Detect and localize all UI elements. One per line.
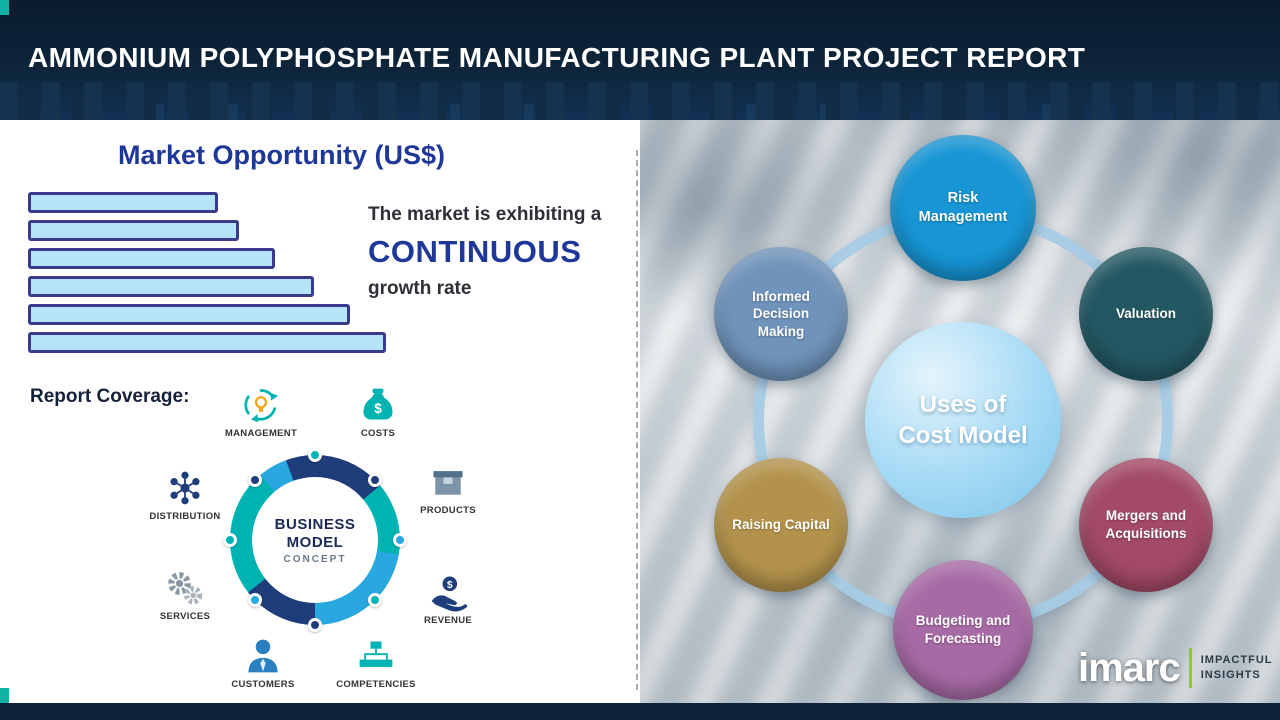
imarc-logo: imarc IMPACTFUL INSIGHTS — [1078, 648, 1272, 688]
bm-item-services: SERVICES — [139, 568, 231, 622]
bm-item-distribution: DISTRIBUTION — [139, 468, 231, 522]
bm-item-revenue: $ REVENUE — [402, 572, 494, 626]
market-bar — [28, 304, 350, 325]
bm-item-label: DISTRIBUTION — [149, 511, 221, 522]
bm-item-label: COSTS — [360, 428, 396, 439]
imarc-logo-text: imarc — [1078, 646, 1181, 690]
header-banner: AMMONIUM POLYPHOSPHATE MANUFACTURING PLA… — [0, 0, 1280, 120]
money-bag-icon: $ — [363, 388, 393, 420]
bm-item-label: SERVICES — [159, 611, 211, 622]
ring-node-dot — [248, 473, 262, 487]
network-icon — [170, 471, 200, 505]
cost-model-node-valuation: Valuation — [1079, 247, 1213, 381]
bm-item-label: COMPETENCIES — [336, 679, 416, 690]
cost-model-node-risk-management: Risk Management — [890, 135, 1036, 281]
market-bar — [28, 276, 314, 297]
bm-item-label: MANAGEMENT — [224, 428, 298, 439]
bm-item-costs: $ COSTS — [332, 385, 424, 439]
person-icon — [248, 639, 278, 673]
cost-model-node-raising-capital: Raising Capital — [714, 458, 848, 592]
org-chart-icon — [359, 641, 393, 667]
city-skyline-silhouette — [0, 82, 1280, 120]
imarc-tagline-line2: INSIGHTS — [1200, 669, 1261, 681]
bm-item-customers: CUSTOMERS — [217, 636, 309, 690]
bm-item-competencies: COMPETENCIES — [330, 636, 422, 690]
ring-node-dot — [368, 593, 382, 607]
business-model-center-line1: BUSINESS — [274, 515, 356, 533]
growth-statement: The market is exhibiting a CONTINUOUS gr… — [368, 204, 630, 300]
page-title: AMMONIUM POLYPHOSPHATE MANUFACTURING PLA… — [28, 42, 1086, 73]
market-opportunity-panel: Market Opportunity (US$) The market is e… — [0, 120, 640, 703]
market-bar-chart — [28, 192, 392, 360]
bm-item-label: CUSTOMERS — [231, 679, 295, 690]
ring-node-dot — [308, 448, 322, 462]
growth-statement-line3: growth rate — [368, 278, 472, 299]
recycle-idea-icon — [244, 389, 279, 423]
market-bar — [28, 192, 218, 213]
bm-item-products: PRODUCTS — [402, 462, 494, 516]
gears-icon — [168, 572, 203, 605]
cost-model-node-informed-decision-making: Informed Decision Making — [714, 247, 848, 381]
imarc-tagline-line1: IMPACTFUL — [1200, 654, 1273, 667]
bm-item-management: MANAGEMENT — [215, 385, 307, 439]
svg-text:$: $ — [374, 401, 382, 416]
teal-corner-accent-bottom — [0, 688, 9, 703]
footer-bar — [0, 703, 1280, 720]
hand-coin-icon: $ — [431, 576, 468, 612]
imarc-logo-tagline: IMPACTFUL INSIGHTS — [1201, 653, 1273, 683]
growth-statement-line1: The market is exhibiting a — [368, 204, 602, 225]
teal-corner-accent-top — [0, 0, 9, 15]
cost-model-node-mergers-acquisitions: Mergers and Acquisitions — [1079, 458, 1213, 592]
market-bar — [28, 248, 275, 269]
ring-node-dot — [393, 533, 407, 547]
panel-divider — [636, 150, 638, 690]
market-bar — [28, 332, 386, 353]
business-model-center: BUSINESS MODEL CONCEPT — [252, 477, 378, 603]
box-icon — [433, 471, 463, 495]
business-model-center-line3: CONCEPT — [283, 553, 347, 565]
market-bar — [28, 220, 239, 241]
ring-node-dot — [308, 618, 322, 632]
cost-model-node-budgeting-forecasting: Budgeting and Forecasting — [893, 560, 1033, 700]
report-coverage-label: Report Coverage: — [30, 386, 190, 407]
cost-model-diagram: Risk Management Valuation Mergers and Ac… — [640, 120, 1280, 703]
ring-node-dot — [368, 473, 382, 487]
bm-item-label: REVENUE — [423, 615, 473, 626]
cost-model-center-circle: Uses of Cost Model — [865, 322, 1061, 518]
bm-item-label: PRODUCTS — [420, 505, 476, 516]
ring-node-dot — [248, 593, 262, 607]
ring-node-dot — [223, 533, 237, 547]
business-model-center-line2: MODEL — [286, 533, 344, 551]
imarc-logo-divider — [1188, 648, 1192, 688]
svg-text:$: $ — [447, 580, 453, 591]
growth-statement-keyword: CONTINUOUS — [368, 234, 582, 269]
business-model-diagram: BUSINESS MODEL CONCEPT — [223, 448, 407, 632]
market-opportunity-title: Market Opportunity (US$) — [118, 140, 446, 170]
